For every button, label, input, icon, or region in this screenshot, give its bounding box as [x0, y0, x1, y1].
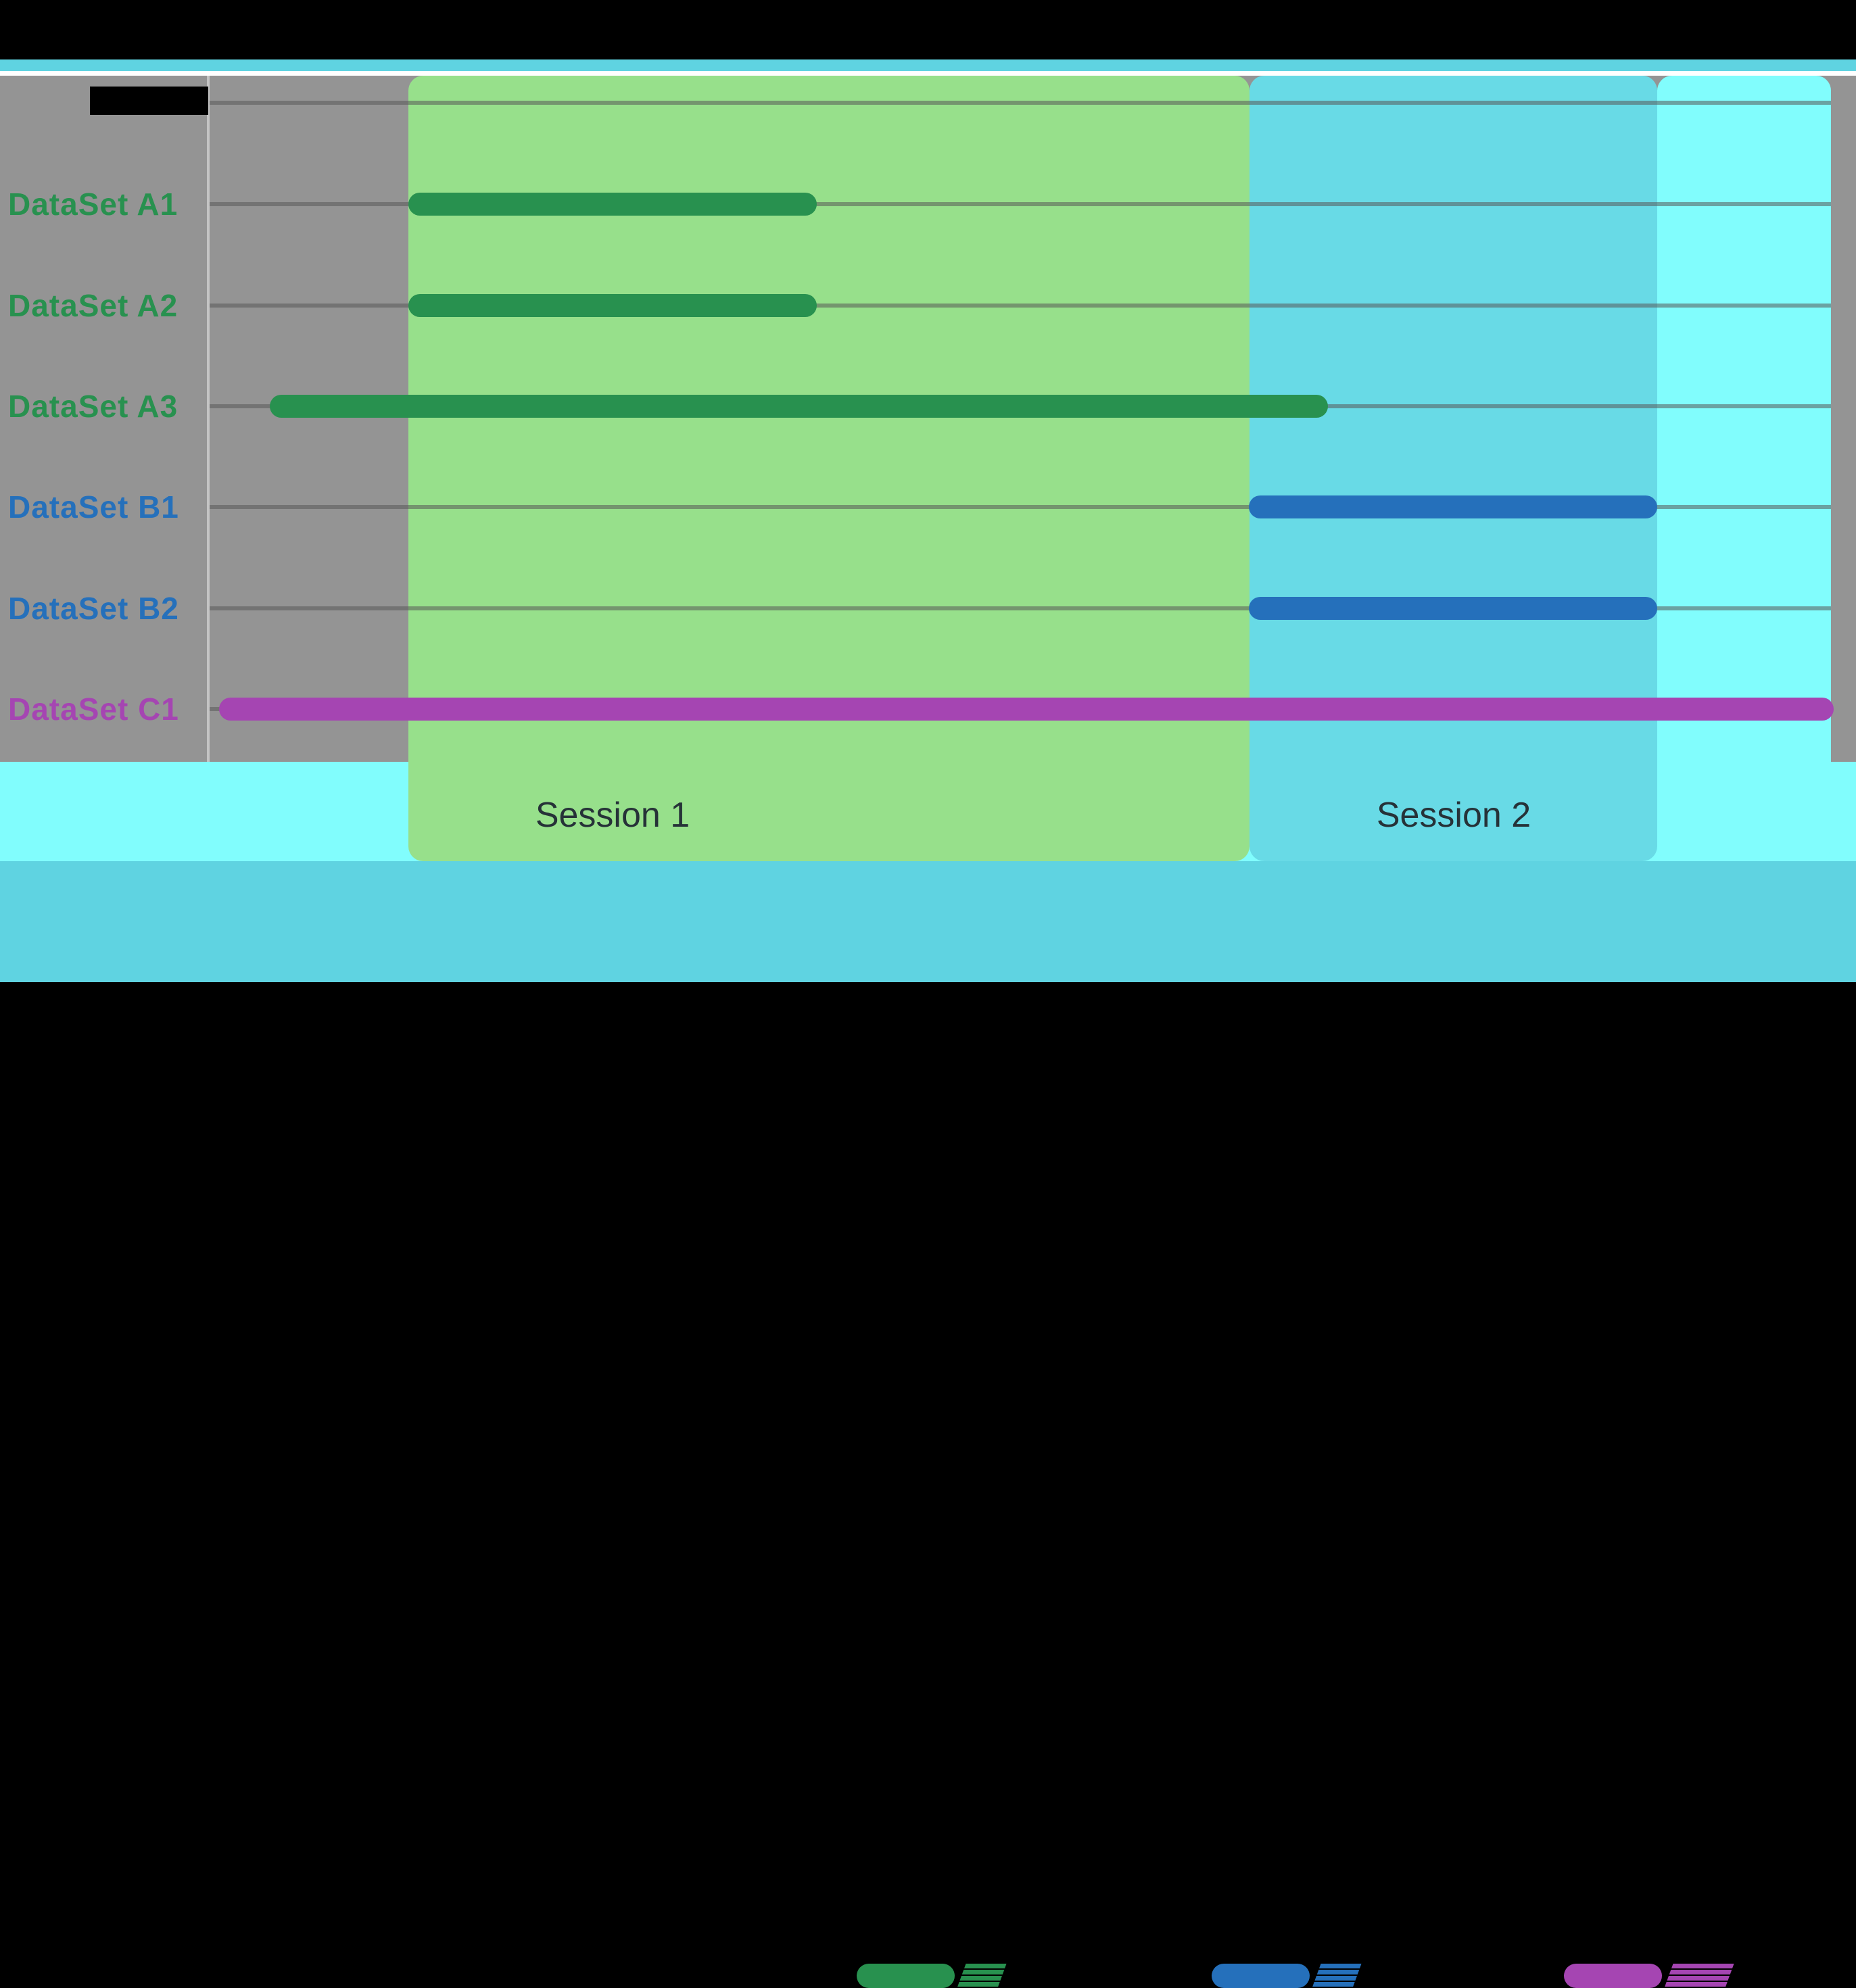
- task-header-label: T: [90, 87, 106, 115]
- legend-swatch: [857, 1964, 955, 1988]
- row-label: DataSet C1: [8, 692, 179, 727]
- gridline: [210, 101, 1831, 105]
- gantt-bar: [1249, 495, 1657, 518]
- gantt-bar: [408, 294, 817, 317]
- gridline: [210, 606, 1831, 610]
- legend-label-fragment: [1312, 1964, 1362, 1988]
- row-label: DataSet B1: [8, 489, 179, 525]
- row-label: DataSet A2: [8, 288, 179, 323]
- post-session2-strip: [1657, 76, 1831, 861]
- legend-swatch: [1212, 1964, 1310, 1988]
- legend-label-fragment: [957, 1964, 1007, 1988]
- session2-region: [1250, 76, 1657, 861]
- gridline: [210, 505, 1831, 509]
- session-label: Session 2: [1376, 796, 1531, 835]
- bottom-cyan-band: [0, 861, 1856, 982]
- gantt-chart-canvas: DataSet A1 DataSet A2 DataSet A3 DataSet B1…: [0, 59, 1856, 1988]
- row-label: DataSet A3: [8, 389, 179, 424]
- task-column-header-redacted: T: [90, 87, 208, 115]
- gantt-bar: [219, 698, 1834, 721]
- legend-swatch: [1564, 1964, 1662, 1988]
- top-cyan-band: [0, 59, 1856, 71]
- right-gray-column: [1831, 76, 1856, 762]
- gridline: [210, 304, 1831, 308]
- top-white-separator: [0, 71, 1856, 76]
- gantt-bar: [270, 395, 1328, 418]
- legend-label-fragment: [1664, 1964, 1734, 1988]
- gantt-bar: [408, 193, 817, 216]
- row-label: DataSet A1: [8, 187, 179, 222]
- session-label: Session 1: [535, 796, 690, 835]
- gridline: [210, 202, 1831, 206]
- row-label: DataSet B2: [8, 591, 179, 626]
- y-axis-line: [207, 76, 210, 762]
- gantt-bar: [1249, 597, 1657, 620]
- bottom-black-band: [0, 982, 1856, 1988]
